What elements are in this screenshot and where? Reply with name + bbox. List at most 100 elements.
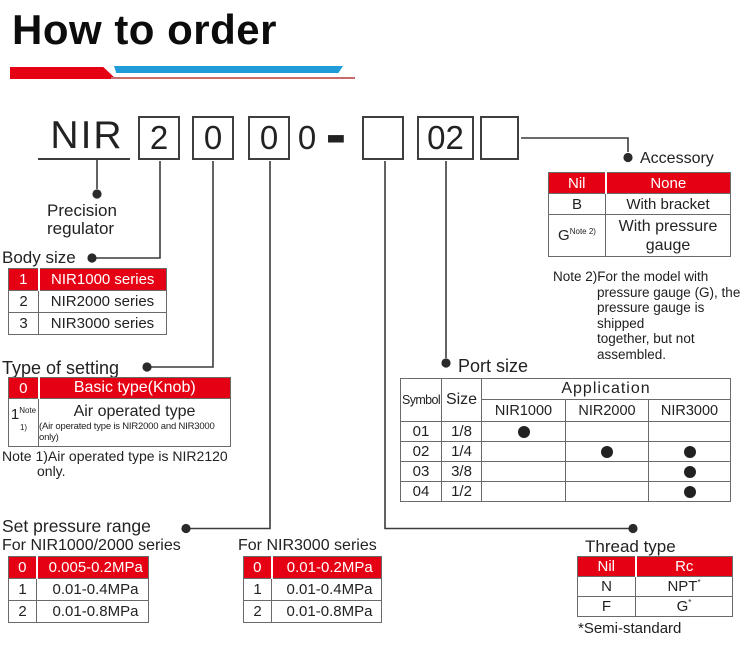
- code-cell: 1Note 1): [8, 398, 39, 447]
- table-row: B With bracket: [548, 193, 731, 215]
- note-2-line: pressure gauge is shipped: [597, 300, 705, 331]
- desc-cell: NIR2000 series: [38, 290, 167, 313]
- type-of-setting-table: 0 Basic type(Knob) 1Note 1) Air operated…: [8, 377, 231, 447]
- desc-cell: NIR3000 series: [38, 312, 167, 335]
- model-box-thread: [362, 116, 404, 160]
- desc-cell: Air operated type (Air operated type is …: [38, 398, 231, 447]
- application-cell: [481, 461, 566, 482]
- page-title: How to order: [12, 6, 277, 53]
- application-cell: [565, 461, 649, 482]
- desc-cell: Basic type(Knob): [37, 377, 231, 399]
- table-row: 2 0.01-0.8MPa: [8, 600, 149, 623]
- size-cell: 3/8: [441, 461, 482, 482]
- model-prefix: NIR: [50, 114, 124, 157]
- table-row: 1Note 1) Air operated type (Air operated…: [8, 398, 231, 447]
- model-header-nir2000: NIR2000: [565, 399, 649, 422]
- application-cell: [565, 441, 649, 462]
- application-dot: [683, 446, 696, 459]
- application-cell: [481, 421, 566, 442]
- code-text: G: [558, 227, 570, 244]
- port-size-label: Port size: [458, 356, 529, 376]
- desc-cell: With pressure gauge: [605, 214, 731, 257]
- set-pressure-range-label: Set pressure range: [2, 516, 151, 536]
- symbol-cell: 01: [400, 421, 442, 442]
- table-header-row: NIR1000 NIR2000 NIR3000: [401, 399, 731, 422]
- table-row: 0 Basic type(Knob): [8, 377, 231, 399]
- desc-cell: NIR1000 series: [37, 268, 167, 291]
- size-cell: 1/4: [441, 441, 482, 462]
- table-row: Nil Rc: [577, 556, 733, 577]
- symbol-header: Symbol: [400, 378, 442, 422]
- table-row: 03 3/8: [400, 461, 731, 482]
- table-row: 3 NIR3000 series: [8, 312, 167, 335]
- model-box-setting: 0: [192, 116, 234, 160]
- desc-cell: G*: [635, 596, 733, 617]
- thread-type-label: Thread type: [585, 537, 676, 556]
- code-cell: 1: [243, 578, 272, 601]
- semi-standard-footnote: *Semi-standard: [578, 620, 682, 637]
- type-of-setting-label: Type of setting: [2, 358, 120, 378]
- desc-cell: None: [604, 172, 731, 194]
- model-box-accessory: [480, 116, 519, 160]
- application-dot: [683, 486, 696, 499]
- size-cell: 1/2: [441, 481, 482, 502]
- application-cell: [481, 441, 566, 462]
- model-free-digit: 0: [297, 119, 317, 156]
- desc-superscript: *: [688, 598, 692, 607]
- title-underline-blue-bar: [114, 66, 343, 73]
- table-row: 1 0.01-0.4MPa: [8, 578, 149, 601]
- application-cell: [565, 481, 649, 502]
- desc-cell: 0.01-0.2MPa: [270, 556, 382, 579]
- symbol-cell: 03: [400, 461, 442, 482]
- desc-cell: 0.01-0.4MPa: [271, 578, 382, 601]
- accessory-table: Nil None B With bracket GNote 2) With pr…: [548, 172, 731, 257]
- model-box-body-size: 2: [138, 116, 180, 160]
- body-size-table: 1 NIR1000 series 2 NIR2000 series 3 NIR3…: [8, 268, 167, 335]
- port-size-table: Symbol Size Application NIR1000 NIR2000 …: [400, 378, 731, 502]
- code-cell: 2: [8, 600, 37, 623]
- pressure-table-nir3000: 0 0.01-0.2MPa 1 0.01-0.4MPa 2 0.01-0.8MP…: [243, 556, 382, 623]
- application-cell: [648, 421, 731, 442]
- application-cell: [481, 481, 566, 502]
- application-dot: [683, 466, 696, 479]
- desc-text: G: [676, 598, 689, 615]
- application-header: Application: [481, 378, 731, 400]
- desc-superscript: *: [697, 578, 701, 587]
- code-cell: F: [577, 596, 636, 617]
- body-size-label: Body size: [2, 248, 76, 267]
- table-row: 2 NIR2000 series: [8, 290, 167, 313]
- model-header-nir3000: NIR3000: [648, 399, 731, 422]
- code-cell: 0: [243, 556, 272, 579]
- desc-cell: Rc: [634, 556, 733, 577]
- table-row: F G*: [577, 596, 733, 617]
- code-text: 1: [10, 405, 20, 423]
- code-cell: 1: [8, 578, 37, 601]
- note-2-line: assembled.: [597, 346, 667, 362]
- table-row: GNote 2) With pressure gauge: [548, 214, 731, 257]
- table-row: 1 NIR1000 series: [8, 268, 167, 291]
- note-1-line-2: only.: [37, 463, 66, 479]
- code-cell: 2: [243, 600, 272, 623]
- model-box-pressure: 0: [248, 116, 290, 160]
- code-cell: 3: [8, 312, 39, 335]
- desc-cell: 0.01-0.8MPa: [271, 600, 382, 623]
- accessory-label: Accessory: [640, 150, 714, 167]
- table-row: Nil None: [548, 172, 731, 194]
- model-box-port: 02: [417, 116, 474, 160]
- desc-cell: With bracket: [605, 193, 731, 215]
- code-cell: Nil: [577, 556, 636, 577]
- pressure-table1-caption: For NIR1000/2000 series: [2, 537, 181, 554]
- application-cell: [565, 421, 649, 442]
- desc-text: NPT: [667, 578, 698, 595]
- table-header-row: Symbol Size Application: [400, 378, 731, 422]
- code-cell: Nil: [548, 172, 606, 194]
- title-underline-thin-line: [111, 77, 355, 79]
- code-cell: 0: [8, 556, 37, 579]
- code-superscript: Note 1): [19, 405, 37, 432]
- note-2-line: together, but not: [597, 331, 695, 346]
- symbol-cell: 04: [400, 481, 442, 502]
- desc-cell: 0.01-0.8MPa: [36, 600, 149, 623]
- size-cell: 1/8: [441, 421, 482, 442]
- table-row: 02 1/4: [400, 441, 731, 462]
